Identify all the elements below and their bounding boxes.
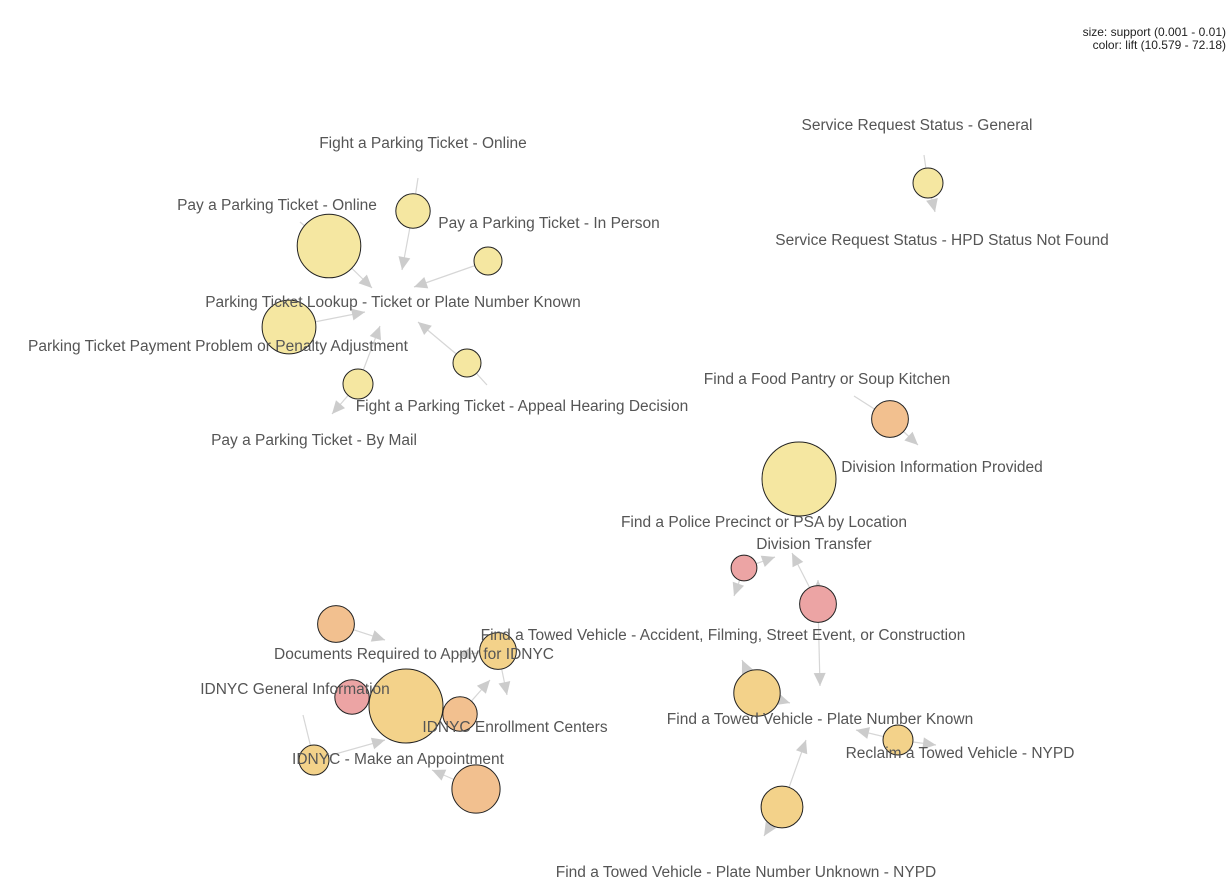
rule-node: [761, 441, 837, 517]
rule-node: [298, 744, 330, 776]
rule-node: [912, 167, 944, 199]
rule-node: [760, 785, 804, 829]
rule-node: [342, 368, 374, 400]
edge-arrowhead: [358, 274, 372, 288]
legend-color: color: lift (10.579 - 72.18): [1092, 38, 1226, 52]
rule-node: [296, 213, 362, 279]
edge-arrowhead: [904, 431, 918, 445]
item-label: Division Information Provided: [841, 459, 1043, 476]
item-label: Find a Towed Vehicle - Plate Number Know…: [667, 711, 973, 728]
item-label: Pay a Parking Ticket - By Mail: [211, 432, 417, 449]
item-label: Fight a Parking Ticket - Online: [319, 135, 527, 152]
item-label: Pay a Parking Ticket - Online: [177, 197, 377, 214]
rule-node: [452, 348, 482, 378]
item-label: Pay a Parking Ticket - In Person: [438, 215, 659, 232]
item-label: Fight a Parking Ticket - Appeal Hearing …: [356, 398, 689, 415]
edge-arrowhead: [498, 681, 511, 695]
item-label: Find a Towed Vehicle - Plate Number Unkn…: [556, 864, 937, 881]
edge-arrowhead: [760, 555, 775, 568]
edge-arrowhead: [792, 553, 804, 568]
rule-node: [261, 299, 317, 355]
edge-arrowhead: [432, 769, 447, 781]
rule-node: [871, 400, 909, 438]
rule-node: [334, 679, 370, 715]
rule-node: [395, 193, 431, 229]
rule-node: [317, 605, 355, 643]
item-label: Reclaim a Towed Vehicle - NYPD: [846, 745, 1075, 762]
edge-arrowhead: [813, 672, 826, 686]
rule-node: [473, 246, 503, 276]
rule-node: [479, 632, 517, 670]
rule-nodes-layer: [261, 167, 944, 829]
legend: size: support (0.001 - 0.01) color: lift…: [1083, 26, 1226, 52]
edge-arrowhead: [370, 630, 385, 642]
edge-arrowhead: [414, 277, 429, 289]
item-label: Service Request Status - General: [802, 117, 1033, 134]
edge-arrowhead: [732, 581, 745, 596]
edge-arrowhead: [741, 660, 753, 675]
edge-arrowhead: [398, 256, 411, 270]
edge-arrowhead: [418, 322, 432, 335]
edge-arrowhead: [458, 647, 472, 660]
rule-node: [368, 668, 444, 744]
rule-node: [730, 554, 758, 582]
item-label: Service Request Status - HPD Status Not …: [775, 232, 1108, 249]
item-label: Documents Required to Apply for IDNYC: [274, 646, 554, 663]
rule-node: [882, 724, 914, 756]
edge-arrowhead: [926, 197, 938, 212]
item-label: Parking Ticket Payment Problem or Penalt…: [28, 338, 409, 355]
edge-arrowhead: [476, 680, 490, 694]
item-label: Find a Police Precinct or PSA by Locatio…: [621, 514, 907, 531]
item-label: IDNYC General Information: [200, 681, 390, 698]
rule-node: [799, 585, 837, 623]
edge-arrowhead: [922, 737, 936, 750]
edge-arrowhead: [351, 308, 365, 321]
item-label: Division Transfer: [756, 536, 871, 553]
item-label: IDNYC - Make an Appointment: [292, 751, 505, 768]
edge-arrowhead: [369, 326, 381, 341]
edge-arrowhead: [370, 737, 385, 750]
item-label: Find a Towed Vehicle - Accident, Filming…: [481, 627, 966, 644]
rule-node: [451, 764, 501, 814]
edge-arrowhead: [856, 727, 871, 739]
edge-arrowhead: [795, 740, 808, 755]
edge-arrowhead: [764, 821, 776, 836]
rule-node: [442, 696, 478, 732]
item-label: Find a Food Pantry or Soup Kitchen: [704, 371, 950, 388]
item-label: Parking Ticket Lookup - Ticket or Plate …: [205, 294, 581, 311]
legend-size: size: support (0.001 - 0.01): [1082, 25, 1226, 39]
edge-arrowhead: [332, 400, 346, 414]
rule-node: [733, 669, 781, 717]
item-label: IDNYC Enrollment Centers: [422, 719, 607, 736]
